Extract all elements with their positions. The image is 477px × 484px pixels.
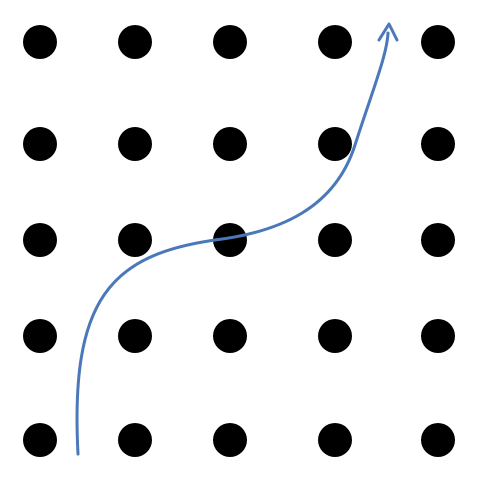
arrow-up-icon	[377, 22, 399, 42]
dot-grid	[23, 25, 455, 457]
grid-dot	[421, 319, 455, 353]
grid-dot	[118, 25, 152, 59]
grid-dot	[23, 127, 57, 161]
grid-dot	[118, 223, 152, 257]
grid-dot	[421, 423, 455, 457]
grid-dot	[421, 223, 455, 257]
grid-dot	[118, 319, 152, 353]
grid-dot	[23, 25, 57, 59]
grid-dot	[213, 127, 247, 161]
grid-dot	[213, 223, 247, 257]
grid-dot	[23, 423, 57, 457]
s-curve-arrow	[75, 31, 390, 456]
grid-dot	[421, 25, 455, 59]
grid-dot	[318, 223, 352, 257]
grid-dot	[318, 127, 352, 161]
grid-dot	[421, 127, 455, 161]
grid-dot	[213, 25, 247, 59]
grid-dot	[118, 127, 152, 161]
grid-dot	[118, 423, 152, 457]
grid-dot	[23, 223, 57, 257]
grid-dot	[318, 25, 352, 59]
grid-dot	[213, 423, 247, 457]
curve-group	[75, 22, 399, 456]
grid-dot	[318, 319, 352, 353]
grid-dot	[318, 423, 352, 457]
grid-dot	[23, 319, 57, 353]
grid-dot	[213, 319, 247, 353]
